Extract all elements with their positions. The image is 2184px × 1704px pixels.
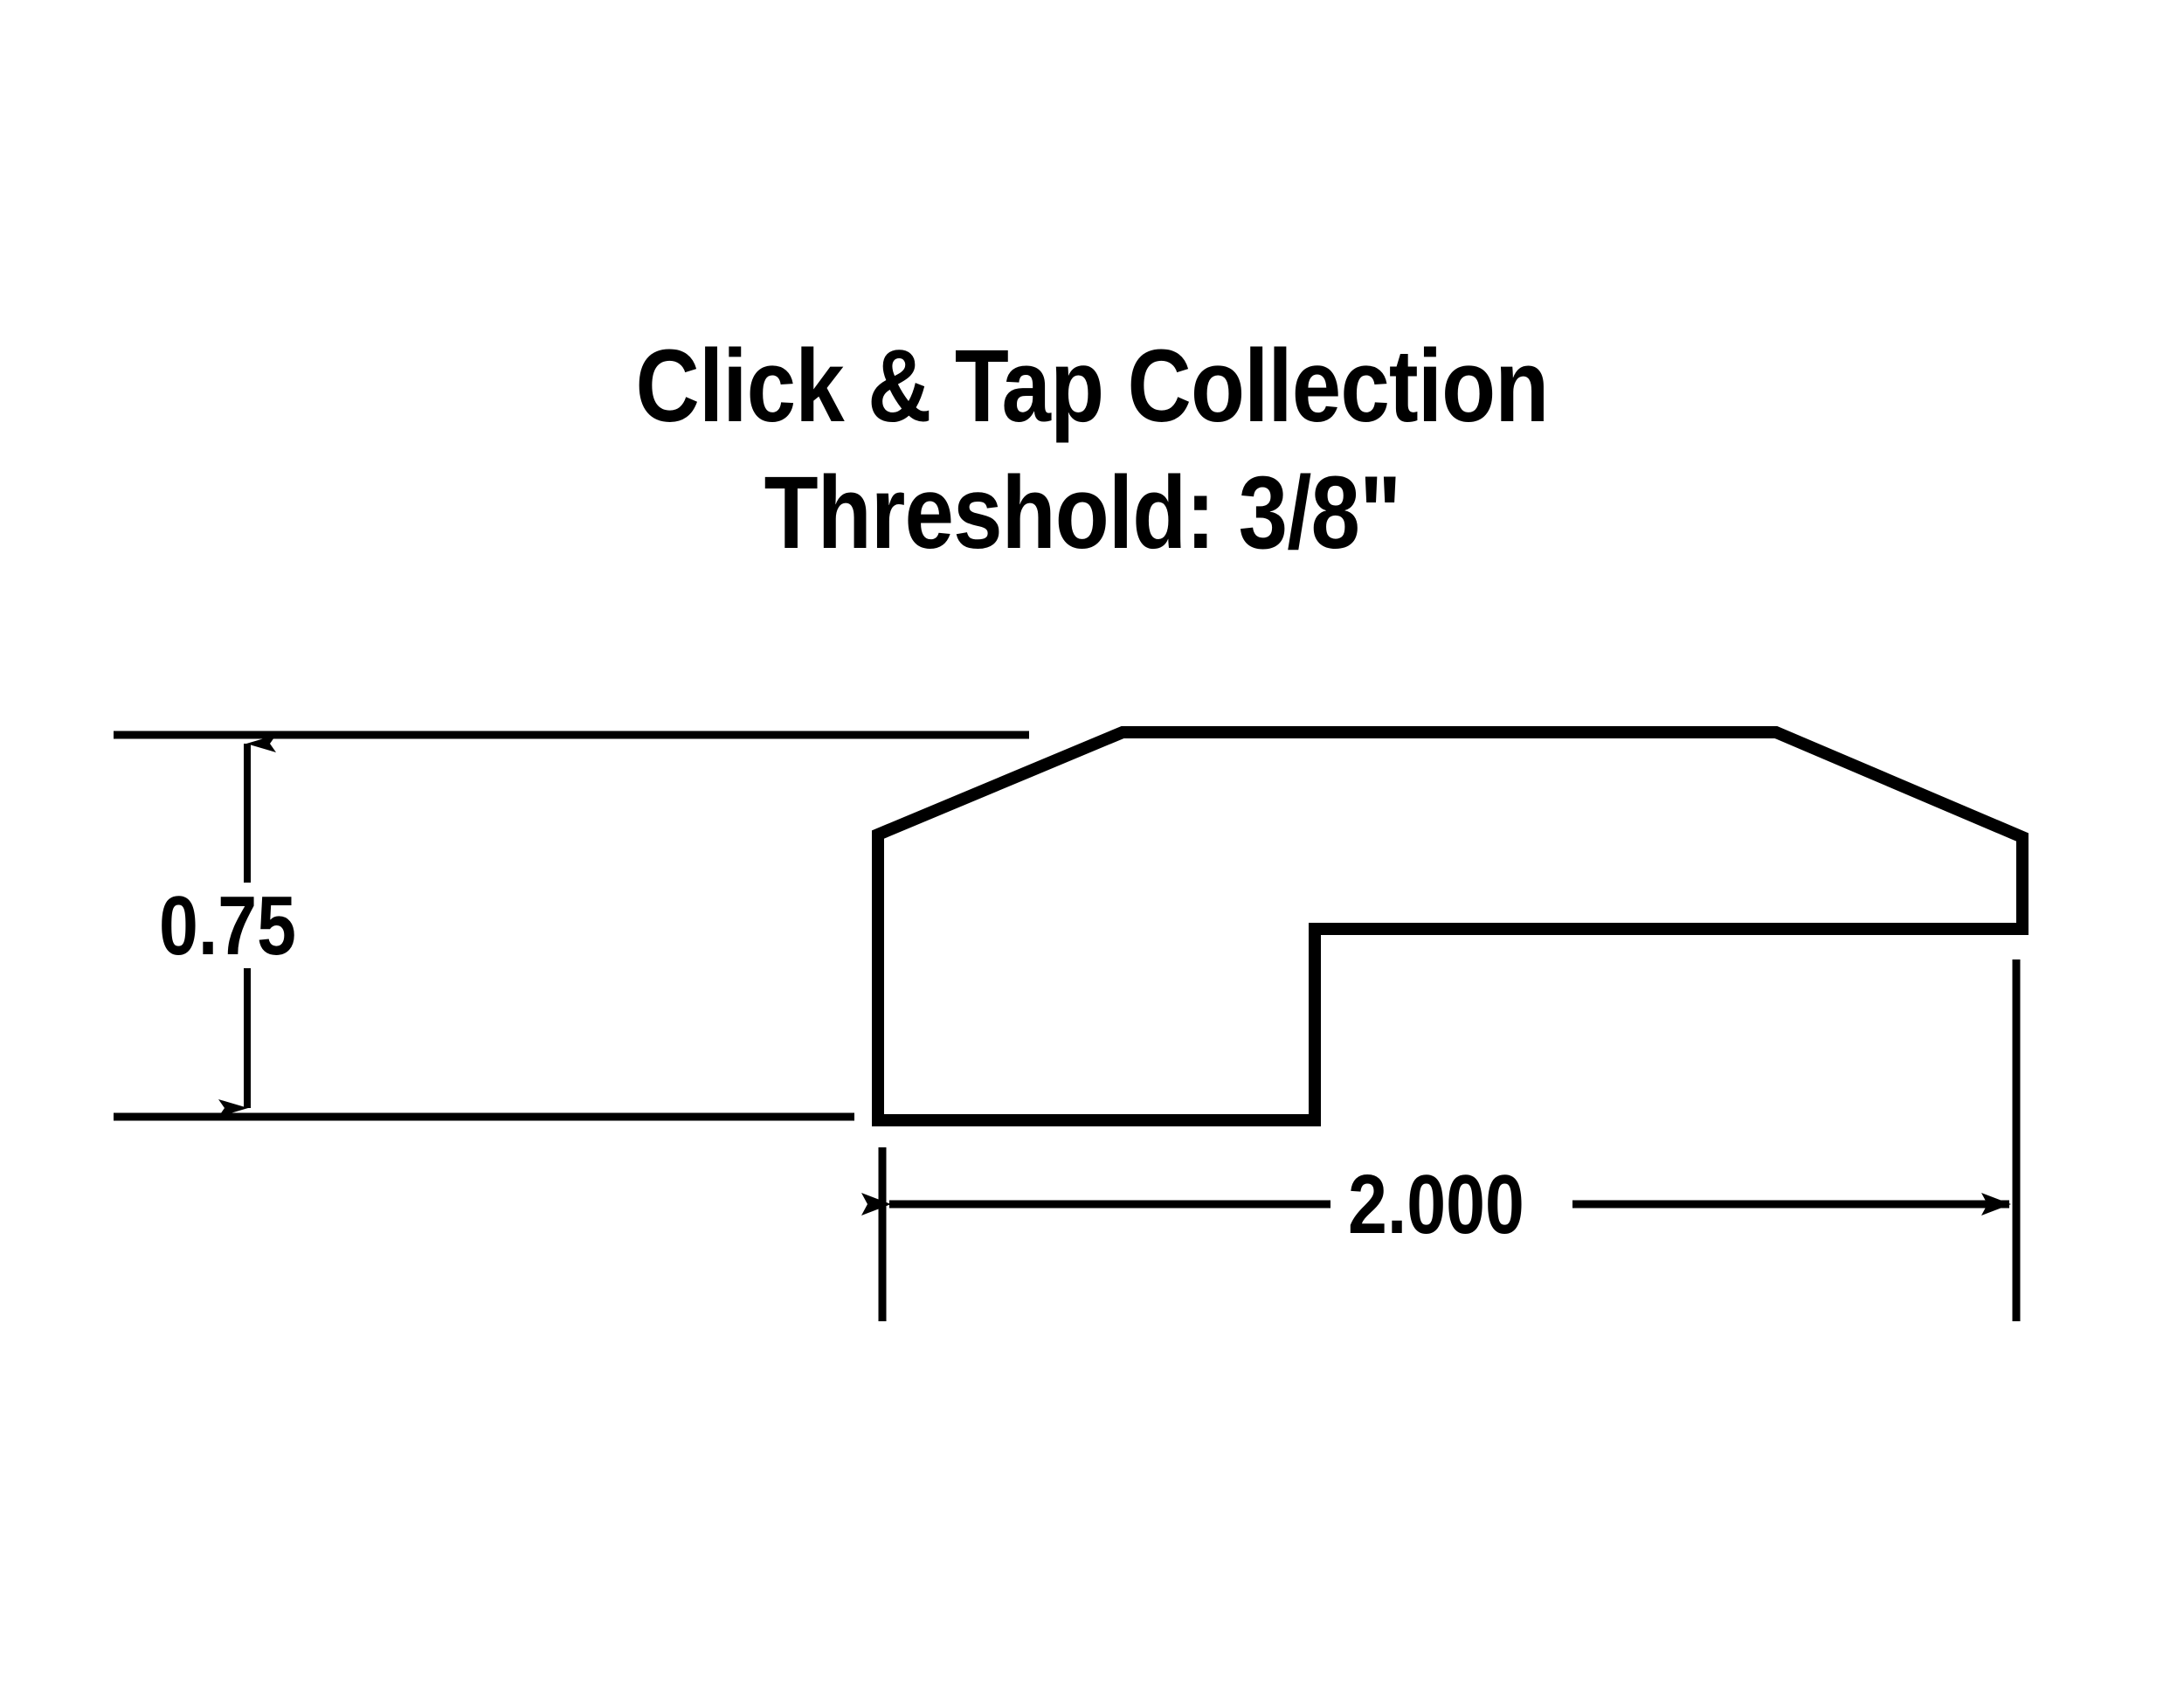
threshold-profile-outline [872, 726, 2028, 1126]
height-dimension-label: 0.75 [159, 879, 296, 973]
width-dimension-label: 2.000 [1348, 1158, 1524, 1251]
